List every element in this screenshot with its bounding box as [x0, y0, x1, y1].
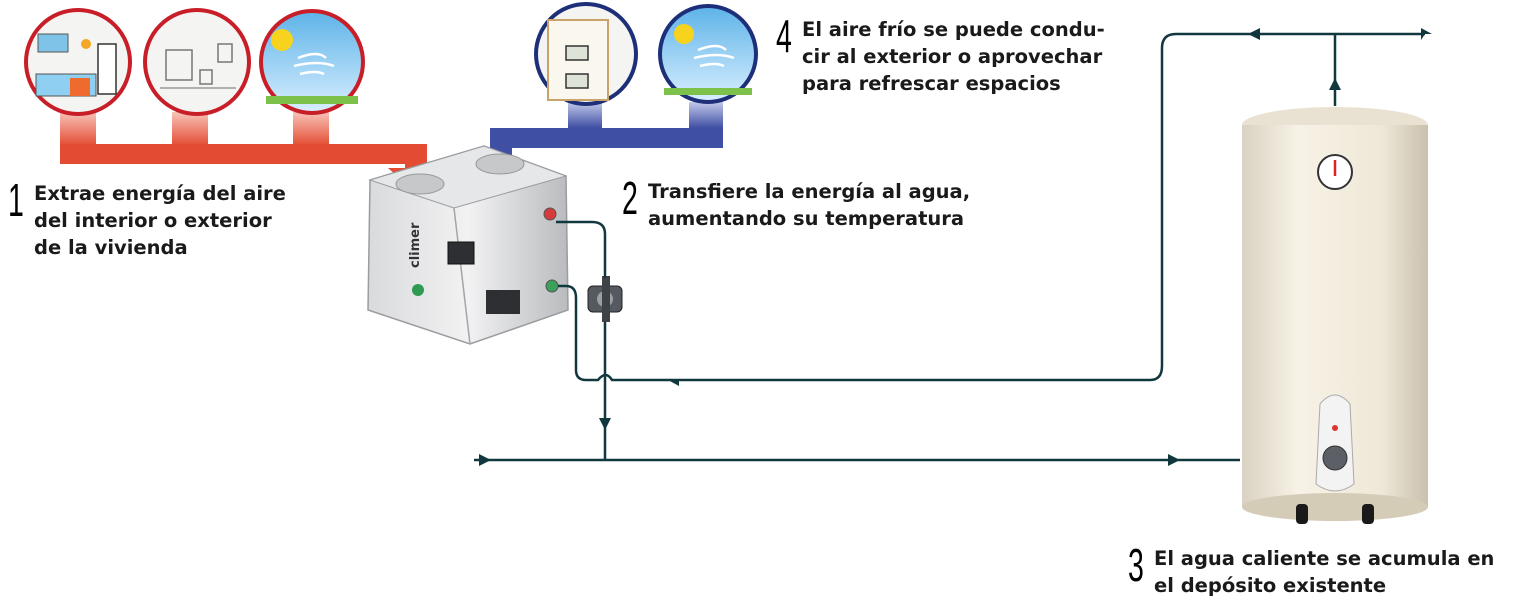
- step-text: Extrae energía del aire del interior o e…: [34, 180, 286, 261]
- step-text: Transfiere la energía al agua, aumentand…: [648, 178, 970, 232]
- heat-pump-unit: [367, 145, 569, 345]
- step-line: Transfiere la energía al agua,: [648, 180, 971, 203]
- step-number: 2: [622, 172, 638, 224]
- unit-brand-label: climer: [408, 222, 423, 268]
- flow-arrows: [479, 28, 1432, 466]
- step-line: aumentando su temperatura: [648, 207, 965, 230]
- control-panel: [1315, 394, 1355, 492]
- thermostat-knob-icon: [1322, 445, 1348, 471]
- step-4: 4 El aire frío se puede condu- cir al ex…: [776, 10, 1105, 97]
- step-2: 2 Transfiere la energía al agua, aumenta…: [622, 172, 970, 232]
- step-line: para refrescar espacios: [802, 72, 1061, 95]
- step-line: del interior o exterior: [34, 209, 272, 232]
- step-text: El agua caliente se acumula en el depósi…: [1154, 545, 1494, 599]
- step-line: El aire frío se puede condu-: [802, 18, 1105, 41]
- step-line: el depósito existente: [1154, 574, 1387, 597]
- water-tank: [1242, 107, 1428, 524]
- storage-room-icon: [534, 2, 638, 106]
- step-line: Extrae energía del aire: [34, 182, 286, 205]
- step-line: de la vivienda: [34, 236, 188, 259]
- water-pipes: [474, 32, 1425, 462]
- step-number: 4: [776, 10, 792, 62]
- step-1: 1 Extrae energía del aire del interior o…: [8, 174, 286, 261]
- step-line: cir al exterior o aprovechar: [802, 45, 1103, 68]
- step-number: 1: [8, 174, 24, 226]
- outdoor-air-icon: [259, 9, 365, 115]
- circulation-pump-icon: [587, 276, 623, 322]
- step-line: El agua caliente se acumula en: [1154, 547, 1495, 570]
- step-number: 3: [1128, 539, 1144, 591]
- bathroom-icon: [143, 8, 251, 116]
- kitchen-icon: [24, 8, 132, 116]
- step-3: 3 El agua caliente se acumula en el depó…: [1128, 539, 1494, 599]
- outdoor-air-icon: [658, 4, 758, 104]
- step-text: El aire frío se puede condu- cir al exte…: [802, 16, 1105, 97]
